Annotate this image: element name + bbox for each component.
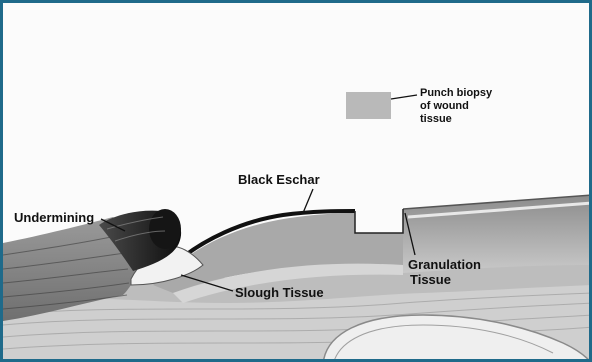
punch-biopsy-label: Punch biopsy of wound tissue xyxy=(420,87,492,126)
granulation-label-line2: Tissue xyxy=(408,272,481,287)
granulation-tissue-label: Granulation Tissue xyxy=(408,257,481,287)
punch-biopsy-label-line1: Punch biopsy xyxy=(420,87,492,100)
slough-tissue-label: Slough Tissue xyxy=(235,285,324,300)
granulation-label-line1: Granulation xyxy=(408,257,481,272)
biopsy-sample xyxy=(346,92,391,119)
biopsy-notch xyxy=(355,209,403,233)
undermining-label: Undermining xyxy=(14,210,94,225)
punch-biopsy-label-line3: tissue xyxy=(420,113,492,126)
black-eschar-label: Black Eschar xyxy=(238,172,320,187)
punch-biopsy-label-line2: of wound xyxy=(420,100,492,113)
